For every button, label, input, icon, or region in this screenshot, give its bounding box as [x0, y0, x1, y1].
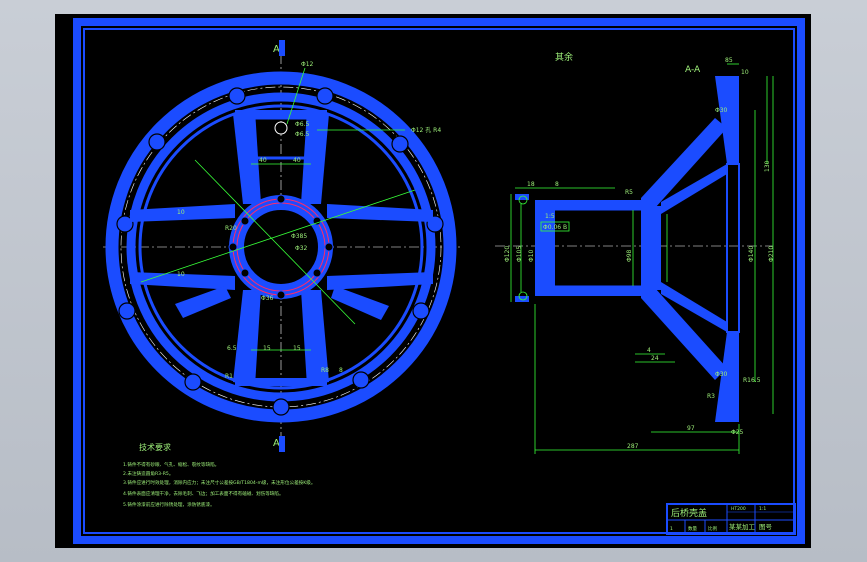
dim-side-w18: 18	[527, 181, 535, 188]
title-sheet: 1	[670, 526, 673, 532]
dim-front-r8b: 8	[339, 367, 343, 374]
dim-side-r3: R3	[707, 393, 715, 400]
note-1: 1.铸件不得有砂眼、气孔、缩松、裂纹等缺陷。	[123, 461, 219, 468]
section-arrow-top	[279, 40, 285, 56]
dim-side-r16: R16.5	[743, 377, 761, 384]
drawing-viewport[interactable]: A A Φ12 Φ6.5 Φ6.5 40 40 Φ12 孔 R4 10 10 R…	[55, 14, 811, 548]
section-mark-top: A	[273, 44, 280, 55]
dim-side-d-left-c: Φ10	[528, 249, 535, 262]
dim-side-tolerance: Φ0.06 B	[543, 224, 567, 231]
note-5: 5.铸件涂漆前应进行除锈处理，涂防锈底漆。	[123, 501, 215, 508]
dim-front-w6: 6.5	[227, 345, 237, 352]
note-2: 2.未注铸造圆角R3-R5。	[123, 470, 173, 477]
front-view	[103, 54, 460, 444]
dim-front-hole-note: Φ12 孔 R4	[411, 126, 441, 134]
section-mark-bottom: A	[273, 438, 280, 449]
title-drawn: 图号	[759, 523, 773, 531]
dim-side-top: 85	[725, 57, 733, 64]
dim-side-w24: 24	[651, 355, 659, 362]
dim-side-d-left-b: Φ105	[516, 246, 523, 262]
dim-side-w97: 97	[687, 425, 695, 432]
title-company: 某某加工	[729, 522, 756, 531]
dim-side-r5: R5	[625, 189, 633, 196]
dim-front-w15b: 15	[293, 345, 301, 352]
title-scale: 1:1	[759, 506, 766, 512]
dim-front-d-in: Φ32	[295, 245, 308, 252]
dim-front-d-hub: Φ385	[291, 233, 307, 240]
dim-front-d-hole: Φ6.5	[295, 121, 309, 128]
dim-front-d-bore: Φ36	[261, 295, 274, 302]
dim-front-w40b: 40	[293, 157, 301, 164]
cad-drawing-canvas[interactable]: A A Φ12 Φ6.5 Φ6.5 40 40 Φ12 孔 R4 10 10 R…	[55, 14, 811, 548]
dim-front-w15: 15	[263, 345, 271, 352]
notes-title: 技术要求	[139, 442, 171, 452]
dim-side-d30b: Φ30	[715, 371, 728, 378]
drawing-border	[73, 18, 805, 544]
title-material: HT200	[731, 506, 746, 512]
dim-side-w287: 287	[627, 443, 639, 450]
dim-front-w10a: 10	[177, 209, 185, 216]
section-arrow-bottom	[279, 436, 285, 452]
dim-front-w40a: 40	[259, 157, 267, 164]
drawing-inner-border	[83, 28, 795, 534]
title-block	[666, 503, 796, 535]
dim-side-w4: 4	[647, 347, 651, 354]
note-3: 3.铸件应进行时效处理，消除内应力；未注尺寸公差按GB/T1804-m级，未注形…	[123, 479, 315, 486]
dim-front-w10b: 10	[177, 271, 185, 278]
notes-list: 1.铸件不得有砂眼、气孔、缩松、裂纹等缺陷。 2.未注铸造圆角R3-R5。 3.…	[123, 461, 315, 508]
dim-front-r1: R1	[225, 373, 233, 380]
note-4: 4.铸件表面应清理干净，去除毛刺、飞边；加工表面不得有磕碰、划伤等缺陷。	[123, 490, 284, 497]
section-view-title: A-A	[685, 65, 701, 75]
dim-front-d-top: Φ12	[301, 61, 314, 68]
section-view	[495, 63, 774, 454]
roughness-note: 其余	[555, 51, 573, 63]
dim-side-top2: 10	[741, 69, 749, 76]
dim-side-d210: Φ210	[768, 246, 775, 262]
title-small-b: 比例	[708, 525, 717, 532]
dim-front-r-center: R20	[225, 225, 237, 232]
dim-side-d30a: Φ30	[715, 107, 728, 114]
title-small-a: 数量	[688, 525, 697, 532]
dim-side-taper: 1:5	[545, 213, 555, 220]
dim-side-d-mid: Φ98	[626, 249, 633, 262]
dim-side-w8: 8	[555, 181, 559, 188]
dim-side-d-left-a: Φ120	[504, 246, 511, 262]
dim-side-h130: 130	[764, 160, 771, 172]
dim-side-h-bottom: Φ25	[731, 429, 744, 436]
dim-front-d-hole2: Φ6.5	[295, 131, 309, 138]
dim-front-r8: R8	[321, 367, 329, 374]
title-part-name: 后桥壳盖	[671, 507, 707, 519]
dim-side-d140: Φ140	[748, 246, 755, 262]
